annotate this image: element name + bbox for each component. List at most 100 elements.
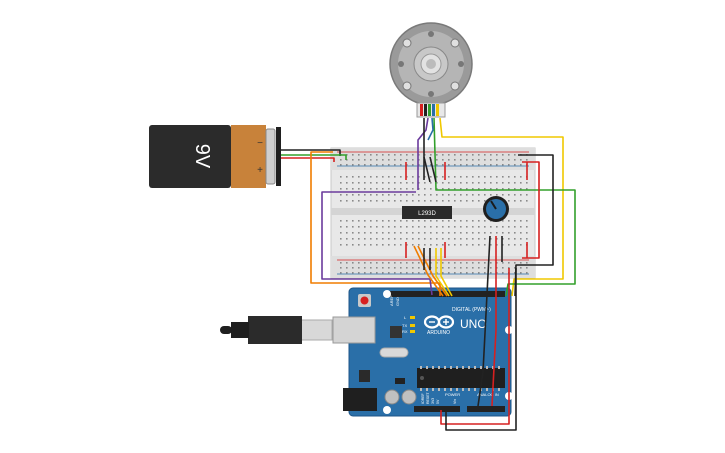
breadboard-hole <box>340 176 342 178</box>
breadboard-hole <box>352 200 354 202</box>
wire-chip-black-1[interactable] <box>423 156 431 183</box>
battery-9v[interactable]: 9V − + <box>149 125 281 188</box>
breadboard-hole <box>454 272 456 274</box>
wire-bottom-black[interactable] <box>445 268 517 431</box>
wire-signal-orange-2[interactable] <box>417 245 448 297</box>
breadboard-hole <box>412 188 414 190</box>
breadboard-hole <box>412 220 414 222</box>
breadboard-hole <box>526 238 528 240</box>
wire-motor-purple[interactable] <box>417 117 429 190</box>
wire-signal-yellow-2[interactable] <box>440 248 453 297</box>
breadboard-hole <box>496 188 498 190</box>
breadboard-hole <box>412 159 414 161</box>
breadboard-hole <box>352 182 354 184</box>
chip-pin <box>438 388 440 391</box>
breadboard-hole <box>394 182 396 184</box>
wire-pot-red[interactable] <box>491 236 497 407</box>
breadboard-hole <box>448 220 450 222</box>
breadboard-hole <box>400 220 402 222</box>
breadboard-hole <box>394 244 396 246</box>
breadboard-hole <box>514 154 516 156</box>
breadboard-hole <box>502 272 504 274</box>
breadboard-hole <box>394 238 396 240</box>
breadboard-hole <box>430 154 432 156</box>
wire-purple-loop[interactable] <box>321 191 433 296</box>
breadboard-hole <box>478 262 480 264</box>
breadboard-hole <box>490 244 492 246</box>
breadboard-hole <box>352 226 354 228</box>
wire-battery-red[interactable] <box>281 157 335 162</box>
gnd-label: GND <box>395 297 400 306</box>
wire-signal-yellow-1[interactable] <box>435 248 450 297</box>
breadboard-hole <box>352 220 354 222</box>
breadboard-hole <box>508 232 510 234</box>
breadboard-hole <box>430 182 432 184</box>
breadboard-hole <box>514 164 516 166</box>
breadboard-hole <box>364 154 366 156</box>
breadboard-hole <box>466 220 468 222</box>
arduino-uno[interactable]: AREF GND DIGITAL (PWM~) UNO ARDUINO L TX… <box>343 287 513 417</box>
battery-plus: + <box>257 165 263 176</box>
breadboard-hole <box>364 232 366 234</box>
breadboard-hole <box>466 164 468 166</box>
breadboard-hole <box>406 182 408 184</box>
potentiometer[interactable] <box>483 196 509 222</box>
breadboard-hole <box>466 267 468 269</box>
wire-bottom-red[interactable] <box>440 268 510 425</box>
breadboard-hole <box>490 226 492 228</box>
breadboard-hole <box>484 232 486 234</box>
breadboard-hole <box>448 262 450 264</box>
breadboard-hole <box>520 244 522 246</box>
breadboard-hole <box>502 220 504 222</box>
digital-label: DIGITAL (PWM~) <box>452 307 491 313</box>
usb-cable[interactable] <box>220 316 376 344</box>
breadboard-hole <box>382 220 384 222</box>
breadboard-hole <box>460 267 462 269</box>
breadboard-hole <box>376 262 378 264</box>
l293d-chip[interactable]: L293D <box>402 206 452 219</box>
breadboard-hole <box>388 220 390 222</box>
breadboard-hole <box>412 194 414 196</box>
breadboard-hole <box>358 182 360 184</box>
breadboard-hole <box>370 272 372 274</box>
breadboard-hole <box>526 182 528 184</box>
breadboard-hole <box>508 164 510 166</box>
breadboard-hole <box>472 238 474 240</box>
breadboard-hole <box>520 176 522 178</box>
breadboard-hole <box>376 182 378 184</box>
breadboard-hole <box>418 267 420 269</box>
wire-red-right[interactable] <box>522 161 540 259</box>
breadboard-hole <box>502 226 504 228</box>
breadboard-hole <box>340 159 342 161</box>
wire-battery-black[interactable] <box>281 149 341 156</box>
wire-yellow-loop[interactable] <box>439 117 564 297</box>
breadboard-hole <box>424 182 426 184</box>
breadboard-hole <box>442 164 444 166</box>
breadboard-hole <box>376 164 378 166</box>
chip-pin <box>420 366 422 369</box>
breadboard-hole <box>424 220 426 222</box>
breadboard-hole <box>502 262 504 264</box>
breadboard-hole <box>490 176 492 178</box>
breadboard-hole <box>376 159 378 161</box>
breadboard-hole <box>436 182 438 184</box>
wire-pot-black[interactable] <box>477 235 491 407</box>
breadboard-hole <box>364 267 366 269</box>
wire-motor-blue[interactable] <box>427 117 434 141</box>
breadboard-hole <box>376 232 378 234</box>
breadboard-hole <box>484 200 486 202</box>
breadboard-hole <box>370 159 372 161</box>
breadboard-hole <box>352 176 354 178</box>
dc-motor[interactable] <box>389 22 473 118</box>
breadboard-hole <box>400 154 402 156</box>
breadboard-hole <box>382 262 384 264</box>
breadboard-hole <box>442 238 444 240</box>
chip-pin <box>462 388 464 391</box>
wire-signal-orange-1[interactable] <box>413 245 444 297</box>
wire-battery-green[interactable] <box>281 154 347 160</box>
breadboard-hole <box>400 164 402 166</box>
wire-chip-black-2[interactable] <box>429 156 437 183</box>
breadboard-hole <box>514 159 516 161</box>
breadboard-hole <box>352 267 354 269</box>
breadboard-hole <box>346 244 348 246</box>
